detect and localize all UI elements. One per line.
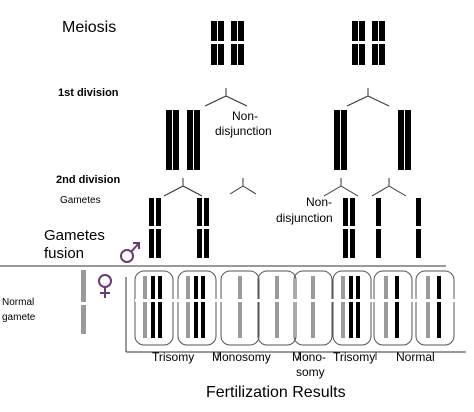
first-division-label: 1st division bbox=[58, 87, 119, 99]
parent-chromosome-pair-right bbox=[350, 21, 387, 65]
result-cells bbox=[134, 270, 455, 346]
nondisjunction-1-label-line2: disjunction bbox=[215, 124, 272, 138]
normal-gamete-label-line2: gamete bbox=[2, 312, 36, 323]
gametes-label: Gametes bbox=[60, 195, 101, 206]
result-monosomy-2-line2: somy bbox=[296, 365, 325, 379]
female-symbol-icon bbox=[98, 274, 112, 298]
second-division-label: 2nd division bbox=[56, 174, 121, 186]
gametes-fusion-label-line1: Gametes bbox=[44, 227, 105, 244]
fertilization-results-title: Fertilization Results bbox=[206, 384, 346, 401]
second-division-arrows bbox=[163, 178, 407, 197]
first-division-arrows bbox=[204, 88, 390, 107]
male-symbol-icon bbox=[120, 242, 140, 263]
normal-gamete-label-line1: Normal bbox=[2, 297, 35, 308]
result-monosomy-2-line1: Mono- bbox=[292, 350, 327, 364]
result-trisomy-1: Trisomy bbox=[152, 350, 195, 364]
nondisjunction-2-label-line2: disjunction bbox=[276, 211, 333, 225]
result-trisomy-2: Trisomy bbox=[333, 350, 376, 364]
result-chromosomes bbox=[135, 276, 461, 338]
result-dividers bbox=[217, 352, 377, 360]
first-division-cells-left bbox=[166, 110, 200, 170]
gametes-fusion-label-line2: fusion bbox=[44, 245, 85, 262]
nondisjunction-1-label-line1: Non- bbox=[232, 109, 259, 123]
meiosis-title: Meiosis bbox=[62, 19, 117, 36]
first-division-cells-right bbox=[334, 110, 411, 170]
result-normal: Normal bbox=[396, 350, 435, 364]
normal-gamete-chromosome bbox=[79, 270, 88, 334]
gametes-chromosomes bbox=[147, 198, 423, 258]
nondisjunction-2-label-line1: Non- bbox=[306, 195, 333, 209]
parent-chromosome-pair-left bbox=[209, 21, 246, 65]
result-monosomy-1: Monosomy bbox=[212, 350, 271, 364]
